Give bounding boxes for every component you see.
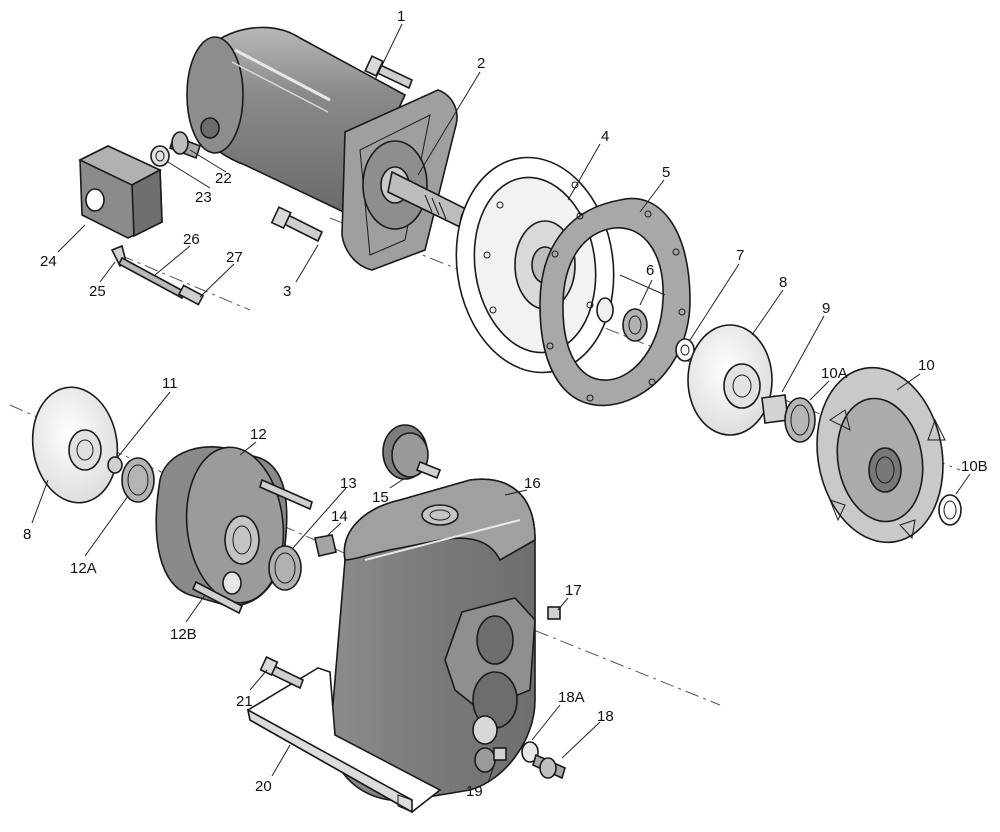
part-label-11: 11 — [162, 375, 178, 392]
pressure-switch-part-24 — [78, 145, 163, 239]
part-label-14: 14 — [331, 508, 348, 525]
casing-part-16 — [329, 478, 536, 802]
nut-part-11 — [107, 456, 123, 474]
plug-part-14 — [314, 534, 337, 557]
part-label-20: 20 — [255, 778, 272, 795]
part-label-16: 16 — [524, 475, 541, 492]
leader-lines — [31, 23, 971, 784]
gasket-part-5 — [539, 197, 691, 407]
part-label-24: 24 — [40, 253, 57, 270]
part-label-19: 19 — [466, 783, 483, 800]
fitting-part-22 — [168, 131, 202, 160]
part-label-2: 2 — [477, 55, 486, 72]
plug-part-19 — [493, 747, 507, 761]
part-label-4: 4 — [601, 128, 610, 145]
part-label-12: 12 — [250, 426, 267, 443]
part-label-7: 7 — [736, 247, 745, 264]
part-label-26: 26 — [183, 231, 200, 248]
impeller-part-8-lower — [31, 386, 119, 504]
ring-part-13 — [268, 545, 302, 591]
part-label-18a: 18A — [558, 689, 585, 706]
part-label-5: 5 — [662, 164, 671, 181]
housing-part-12 — [155, 446, 313, 615]
part-label-21: 21 — [236, 693, 253, 710]
tube-part-25-26-27 — [110, 244, 205, 306]
base-part-20 — [246, 667, 442, 814]
motor-part-1 — [186, 26, 472, 271]
spacer-part-9 — [761, 394, 789, 424]
part-label-10b: 10B — [961, 458, 988, 475]
part-label-22: 22 — [215, 170, 232, 187]
part-label-23: 23 — [195, 189, 212, 206]
part-label-1: 1 — [397, 8, 406, 25]
ring-part-10b — [938, 494, 962, 526]
ring-part-12a — [121, 457, 155, 503]
part-label-6: 6 — [646, 262, 655, 279]
fitting-part-18 — [532, 753, 566, 780]
part-label-10: 10 — [918, 357, 935, 374]
part-label-27: 27 — [226, 249, 243, 266]
part-label-12b: 12B — [170, 626, 197, 643]
bolt-part-3 — [270, 206, 324, 243]
seal-plate-part-4 — [455, 156, 615, 374]
part-label-8-lower: 8 — [23, 526, 32, 543]
fitting-part-18a — [521, 741, 539, 763]
part-label-3: 3 — [283, 283, 292, 300]
part-label-18: 18 — [597, 708, 614, 725]
bolt-part-1 — [364, 55, 414, 90]
nut-part-23 — [150, 145, 170, 167]
part-label-25: 25 — [89, 283, 106, 300]
diffuser-part-10 — [816, 366, 946, 544]
part-label-12a: 12A — [70, 560, 97, 577]
ring-part-10a — [784, 397, 816, 443]
part-label-9: 9 — [822, 300, 831, 317]
part-label-15: 15 — [372, 489, 389, 506]
part-label-8-upper: 8 — [779, 274, 788, 291]
part-label-10a: 10A — [821, 365, 848, 382]
bolt-part-21 — [259, 656, 305, 690]
gauge-part-15 — [382, 424, 442, 480]
plug-part-17 — [547, 606, 561, 620]
shaft-seal-part-6 — [596, 297, 648, 342]
part-label-17: 17 — [565, 582, 582, 599]
impeller-part-8 — [687, 324, 773, 436]
part-label-13: 13 — [340, 475, 357, 492]
